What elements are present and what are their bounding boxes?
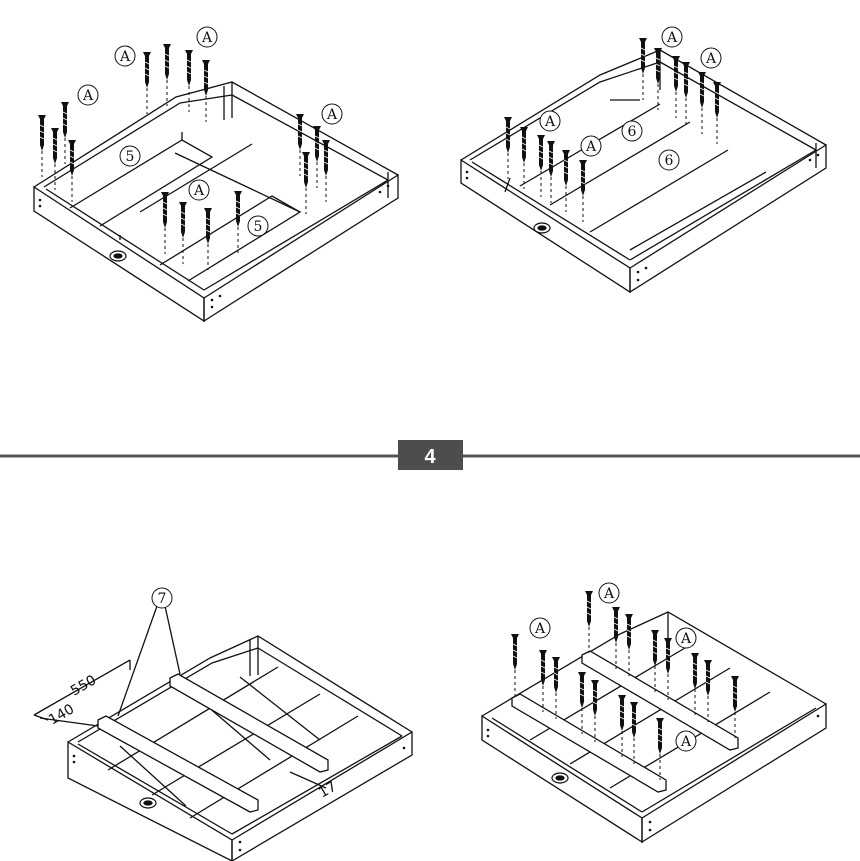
step-number: 4 (424, 446, 436, 468)
sandbox-frame-right (641, 702, 827, 844)
sandbox-frame-front (67, 740, 233, 861)
sandbox-frame-front (460, 158, 631, 294)
batten-7 (97, 715, 259, 813)
callout-board-5: 5 (254, 219, 263, 235)
callout-screw-a: A (603, 586, 615, 602)
side-board-5-back (69, 139, 214, 227)
panel-batten-screws (481, 611, 827, 844)
step-number-badge (398, 440, 463, 470)
dimension-550: 550 (68, 672, 99, 699)
callout-screw-a: A (705, 51, 717, 67)
panel-side-boards (33, 81, 399, 323)
batten-7 (169, 673, 329, 773)
panel-floor-boards (460, 49, 827, 294)
callout-screw-a: A (201, 30, 213, 46)
callout-screw-a: A (680, 631, 692, 647)
sandbox-frame-right (629, 143, 827, 294)
callout-screw-a: A (680, 734, 692, 750)
callout-screw-a: A (585, 139, 597, 155)
callout-screw-a: A (326, 107, 338, 123)
callout-board-6: 6 (628, 124, 637, 140)
callout-screw-a: A (534, 621, 546, 637)
panel-1-callouts: A A A A A 5 5 (77, 26, 343, 237)
panel-4-callouts: A A A A (529, 582, 697, 752)
callout-board-5: 5 (126, 149, 135, 165)
side-board-5-front (159, 195, 302, 282)
sandbox-frame-right (203, 173, 399, 323)
callout-board-6: 6 (665, 153, 674, 169)
batten-7 (581, 650, 739, 751)
callout-batten-7: 7 (158, 591, 167, 607)
callout-screw-a: A (544, 114, 556, 130)
callout-screw-a: A (82, 88, 94, 104)
callout-screw-a: A (119, 49, 131, 65)
panel-battens (33, 605, 413, 861)
dimension-17: 17 (316, 779, 339, 802)
callout-screw-a: A (193, 183, 205, 199)
panel-2-callouts: A A A A 6 6 (539, 26, 722, 171)
batten-7 (511, 693, 667, 793)
callout-screw-a: A (666, 30, 678, 46)
step-divider: 4 (0, 440, 860, 470)
sandbox-frame-right (231, 730, 413, 861)
